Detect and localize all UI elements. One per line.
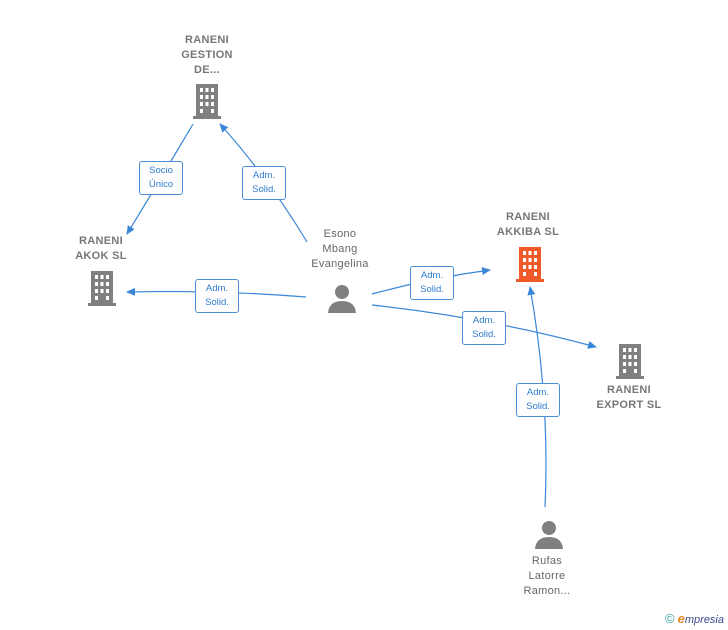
brand-logo: empresia — [677, 611, 724, 626]
building-icon[interactable] — [192, 83, 222, 119]
building-icon[interactable] — [87, 270, 117, 306]
edge-label-adm-akkiba[interactable]: Adm. Solid. — [410, 266, 454, 300]
node-label-raneni-akok[interactable]: RANENI AKOK SL — [75, 235, 127, 262]
copyright-icon: © — [665, 611, 675, 626]
node-label-rufas[interactable]: Rufas Latorre Ramon... — [523, 555, 571, 597]
building-icon-highlighted[interactable] — [515, 246, 545, 282]
footer-brand: © empresia — [665, 611, 724, 626]
node-label-esono[interactable]: Esono Mbang Evangelina — [311, 228, 369, 270]
node-label-raneni-gestion[interactable]: RANENI GESTION DE... — [181, 34, 233, 76]
person-icon[interactable] — [327, 283, 357, 313]
node-label-raneni-export[interactable]: RANENI EXPORT SL — [596, 384, 662, 411]
edge-label-adm-rufas[interactable]: Adm. Solid. — [516, 383, 560, 417]
edge-label-socio-unico[interactable]: Socio Único — [139, 161, 183, 195]
person-icon[interactable] — [534, 519, 564, 549]
building-icon[interactable] — [615, 343, 645, 379]
node-label-raneni-akkiba[interactable]: RANENI AKKIBA SL — [496, 211, 560, 238]
edge-label-adm-akok[interactable]: Adm. Solid. — [195, 279, 239, 313]
edge-label-adm-export[interactable]: Adm. Solid. — [462, 311, 506, 345]
edge-label-adm-gestion[interactable]: Adm. Solid. — [242, 166, 286, 200]
